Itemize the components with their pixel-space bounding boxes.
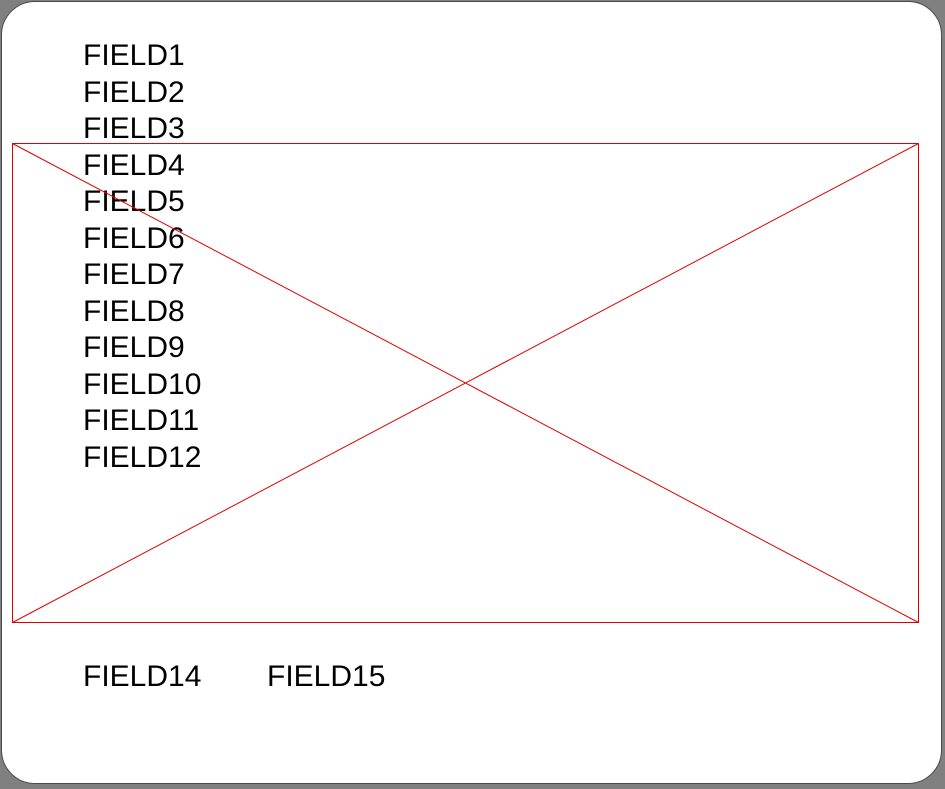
field-2: FIELD2 [83,75,185,109]
field-3: FIELD3 [83,112,185,145]
field-5: FIELD5 [83,185,185,218]
field-6: FIELD6 [83,221,185,255]
image-placeholder [12,143,919,623]
field-7: FIELD7 [83,258,185,291]
field-9: FIELD9 [83,331,185,364]
field-12: FIELD12 [83,440,202,474]
field-11: FIELD11 [83,404,200,437]
field-4: FIELD4 [83,148,185,182]
placeholder-diagonal-up [12,143,919,623]
field-10: FIELD10 [83,367,202,401]
placeholder-frame [12,143,919,623]
field-15: FIELD15 [267,660,386,693]
field-14: FIELD14 [83,660,202,693]
field-1: FIELD1 [83,39,185,72]
field-8: FIELD8 [83,294,185,328]
field-list: FIELD1 FIELD2 FIELD3 FIELD4 FIELD5 FIELD… [83,38,201,476]
